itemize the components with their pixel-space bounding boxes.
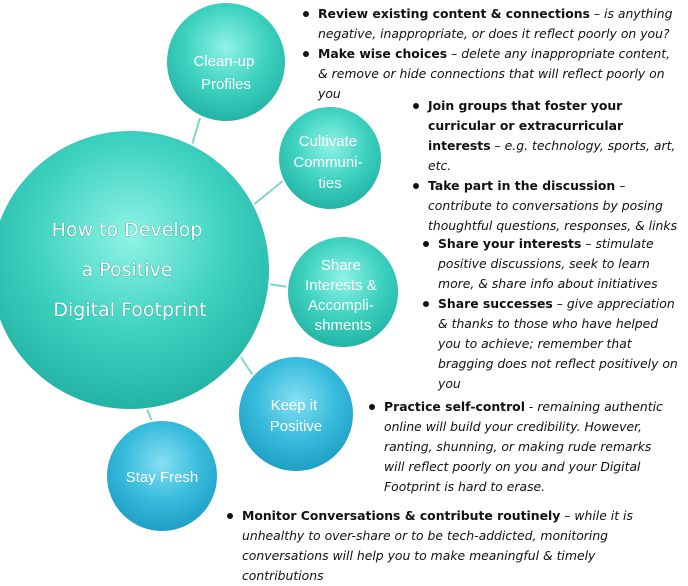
node-label-line: Keep it	[271, 397, 319, 414]
node-label-line: Clean-up	[193, 53, 254, 70]
svg-text:Share Interests &: Share Interests & Accompli- shments	[305, 257, 381, 334]
center-bubble: How to Develop a Positive Digital Footpr…	[0, 129, 271, 411]
svg-text:How to Develop a Positiv: How to Develop a Positive Digital Footpr…	[52, 219, 209, 321]
bullet-item: Share your interests – stimulate positiv…	[422, 234, 684, 294]
mind-map-diagram: How to Develop a Positive Digital Footpr…	[0, 1, 400, 533]
connector-share	[267, 283, 289, 288]
svg-text:Clean-up Profiles: Clean-up Profiles	[193, 53, 258, 93]
center-title-line-1: How to Develop	[52, 219, 203, 241]
node-label-line: Cultivate	[299, 133, 357, 150]
node-cultivate-communities: Cultivate Communi- ties	[277, 105, 383, 211]
node-label-line: ties	[318, 175, 341, 192]
center-title-line-3: Digital Footprint	[53, 299, 206, 321]
node-label-line: Accompli-	[308, 297, 374, 314]
bullet-item: Join groups that foster your curricular …	[412, 96, 678, 176]
node-keep-it-positive: Keep it Positive	[237, 355, 355, 473]
node-label-line: Positive	[270, 418, 323, 435]
bullet-item: Take part in the discussion – contribute…	[412, 176, 678, 236]
node-share-interests: Share Interests & Accompli- shments	[286, 235, 400, 349]
node-label-line: Communi-	[293, 154, 362, 171]
svg-text:Stay Fresh: Stay Fresh	[126, 469, 199, 486]
bullet-item: Make wise choices – delete any inappropr…	[302, 44, 682, 104]
bullets-cultivate: Join groups that foster your curricular …	[412, 96, 678, 236]
bullet-item: Monitor Conversations & contribute routi…	[226, 506, 666, 586]
node-clean-up-profiles: Clean-up Profiles	[165, 1, 287, 123]
bullets-stay-fresh: Monitor Conversations & contribute routi…	[226, 506, 666, 586]
bullets-keep-positive: Practice self-control - remaining authen…	[368, 397, 668, 497]
svg-text:Cultivate Communi-: Cultivate Communi- ties	[293, 133, 366, 192]
bullets-clean-up: Review existing content & connections – …	[302, 4, 682, 104]
node-label-line: Interests &	[305, 277, 377, 294]
bullets-share: Share your interests – stimulate positiv…	[422, 234, 684, 394]
node-label-line: Stay Fresh	[126, 469, 199, 486]
bullet-item: Practice self-control - remaining authen…	[368, 397, 668, 497]
center-title-line-2: a Positive	[82, 259, 173, 281]
bullet-item: Share successes – give appreciation & th…	[422, 294, 684, 394]
node-label-line: Profiles	[201, 76, 251, 93]
node-label-line: Share	[321, 257, 361, 274]
svg-text:Keep it Positive: Keep it Positive	[270, 397, 323, 435]
node-label-line: shments	[315, 317, 372, 334]
node-stay-fresh: Stay Fresh	[105, 419, 219, 533]
bullet-item: Review existing content & connections – …	[302, 4, 682, 44]
